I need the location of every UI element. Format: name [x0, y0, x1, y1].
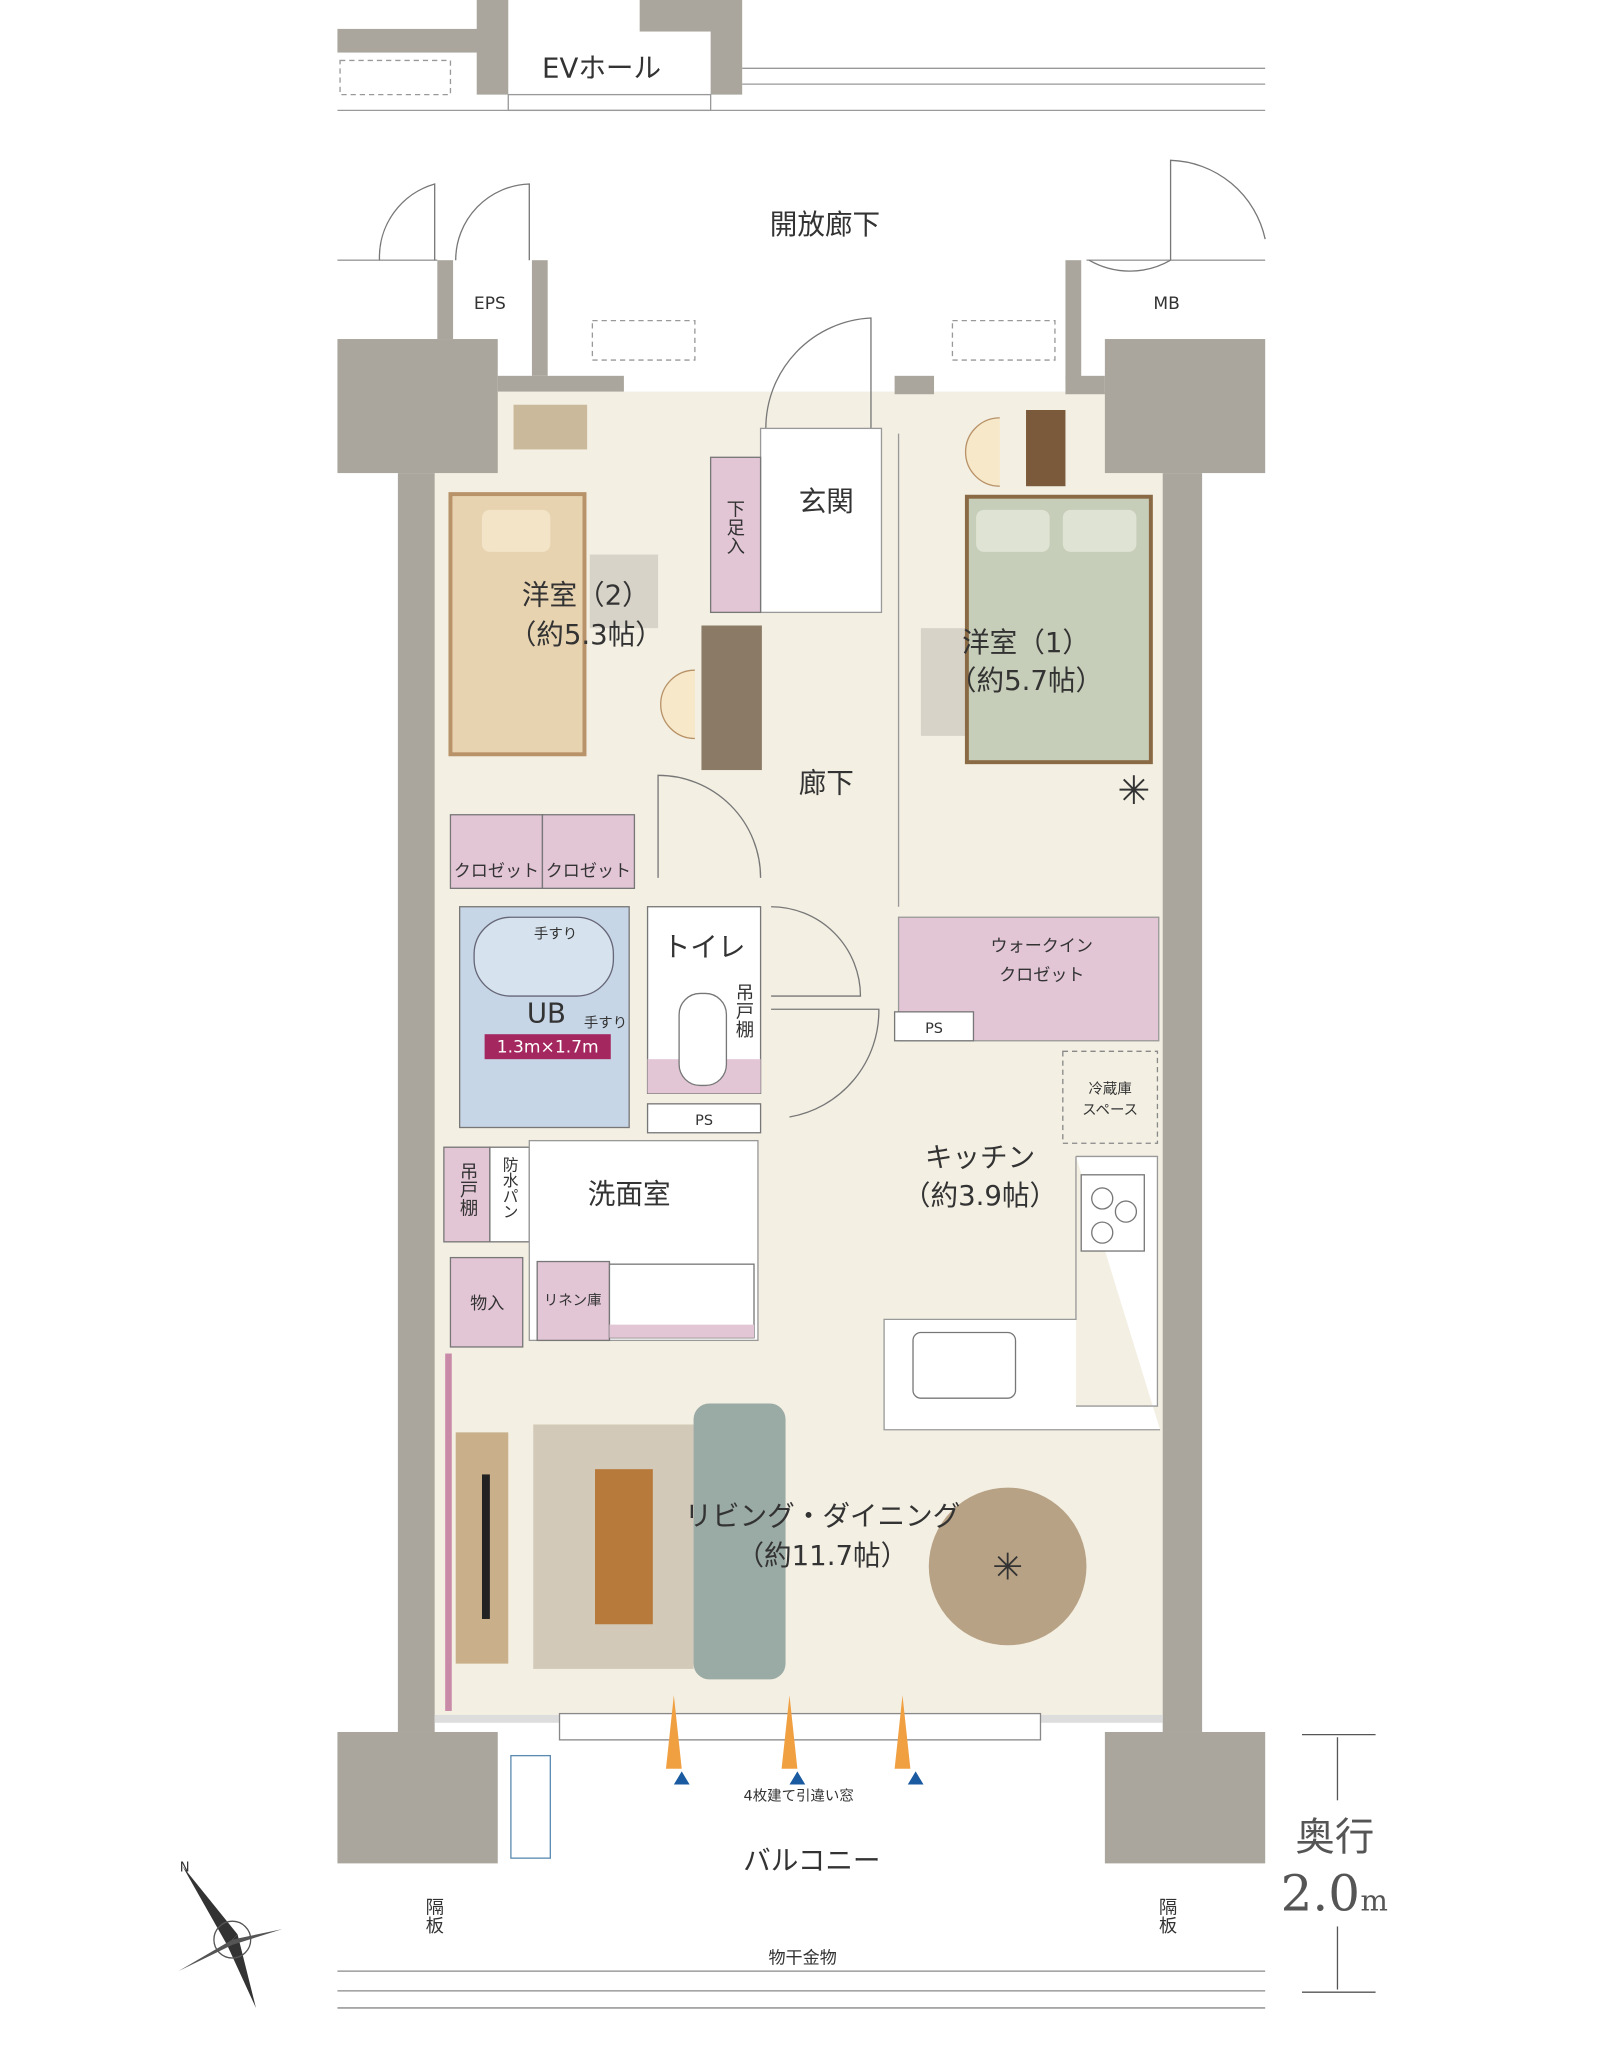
toilet-shelf-label: 吊戸棚: [733, 983, 754, 1039]
desk: [701, 625, 762, 771]
shoe-storage: [709, 456, 762, 614]
depth-dimension: 奥行 2.0 m: [1281, 1733, 1388, 1993]
washroom-label: 洗面室: [588, 1178, 671, 1211]
wash-shelf-label: 吊戸棚: [457, 1162, 478, 1218]
living-dining-name: リビング・ダイニング: [684, 1500, 960, 1533]
toilet-icon: [678, 992, 728, 1087]
western-room-1-size: （約5.7帖）: [949, 664, 1103, 697]
partition-left-label: 隔板: [423, 1898, 444, 1935]
window-label: 4枚建て引違い窓: [744, 1786, 854, 1804]
fridge-label-2: スペース: [1082, 1102, 1138, 1118]
western-room-2-name: 洋室（2）: [522, 578, 650, 611]
storage: [449, 1256, 524, 1348]
ev-hall-label: EVホール: [542, 52, 661, 85]
living-dining-size: （約11.7帖）: [736, 1539, 908, 1572]
toilet-door[interactable]: [771, 906, 862, 997]
linen-label: リネン庫: [544, 1292, 602, 1309]
stove-icon: [1080, 1174, 1145, 1252]
chair: [964, 417, 1000, 487]
entrance-door[interactable]: [765, 317, 872, 429]
plant-icon: ✳: [1117, 768, 1150, 814]
fridge-label-1: 冷蔵庫: [1088, 1080, 1131, 1097]
ac-unit: [591, 319, 696, 361]
handrail-label: 手すり: [584, 1015, 627, 1032]
closet-a: [449, 814, 544, 889]
plant-icon: [513, 404, 588, 450]
ev-hall-area: EVホール: [337, 0, 1266, 112]
closet-a-label: クロゼット: [454, 862, 539, 882]
wash-shelf: [443, 1146, 491, 1243]
sofa: [693, 1403, 786, 1680]
bathtub: [473, 916, 615, 997]
storage-label: 物入: [470, 1294, 504, 1314]
handrail-label: 手すり: [534, 925, 577, 942]
wic-label-2: クロゼット: [999, 965, 1084, 985]
open-corridor-label: 開放廊下: [770, 208, 880, 241]
depth-value: 2.0: [1281, 1865, 1360, 1923]
fridge-space: [1062, 1050, 1159, 1144]
ventilation-arrows: [665, 1695, 924, 1785]
coffee-table: [595, 1469, 653, 1625]
unit-bath-label: UB: [527, 996, 566, 1029]
sink-icon: [912, 1331, 1017, 1399]
western-room-1-name: 洋室（1）: [962, 626, 1090, 659]
depth-label: 奥行: [1295, 1814, 1374, 1860]
mb-label: MB: [1153, 294, 1179, 314]
rug: [589, 554, 659, 629]
wic-ps-label: PS: [925, 1021, 943, 1037]
outdoor-unit: [510, 1754, 551, 1859]
linen-closet: [536, 1260, 611, 1342]
partition-right-label: 隔板: [1156, 1898, 1177, 1935]
hall-door[interactable]: [771, 1008, 880, 1118]
toilet-label: トイレ: [663, 931, 746, 964]
balcony-label: バルコニー: [743, 1844, 880, 1877]
compass-north: N: [180, 1860, 190, 1875]
chair: [660, 669, 695, 740]
closet-b: [541, 814, 636, 889]
dresser: [1026, 410, 1066, 487]
sliding-window[interactable]: [558, 1712, 1042, 1741]
entrance-label: 玄関: [799, 485, 854, 518]
closet-b-label: クロゼット: [546, 862, 631, 882]
dining-table: [928, 1487, 1087, 1646]
kitchen-size: （約3.9帖）: [903, 1179, 1057, 1212]
western-room-2-size: （約5.3帖）: [509, 618, 663, 651]
room-2-door[interactable]: [657, 774, 762, 878]
toilet-ps-label: PS: [695, 1113, 713, 1129]
tv-icon: [481, 1474, 490, 1619]
eps-label: EPS: [474, 294, 506, 314]
corridor-doors: [378, 159, 1266, 272]
clothes-rack-label: 物干金物: [768, 1948, 836, 1968]
depth-unit: m: [1361, 1884, 1388, 1918]
plant-icon: ✳: [992, 1546, 1023, 1589]
hallway-label: 廊下: [799, 766, 854, 799]
shoe-storage-label: 下足入: [724, 499, 745, 554]
bath-size-badge: [484, 1034, 611, 1060]
compass-icon: N: [178, 1860, 283, 2008]
pillow: [481, 509, 551, 552]
washer-pan-label: 防水パン: [500, 1156, 519, 1219]
kitchen-name: キッチン: [925, 1141, 1035, 1174]
ac-unit: [951, 319, 1056, 361]
bath-size: 1.3m×1.7m: [497, 1038, 599, 1058]
wic-label-1: ウォークイン: [991, 936, 1093, 956]
